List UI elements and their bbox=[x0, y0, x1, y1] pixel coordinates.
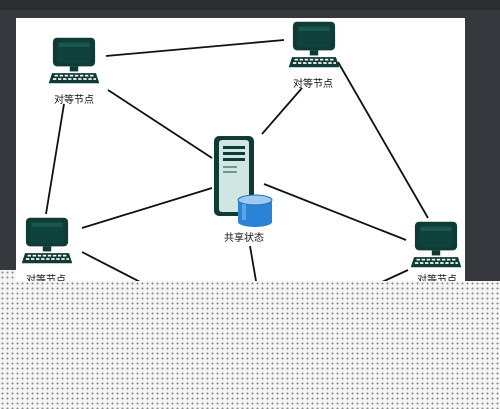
computer-icon bbox=[48, 37, 100, 84]
edge-tl-ml bbox=[45, 103, 65, 215]
peer-node-middle-right: 对等节点 bbox=[410, 221, 462, 286]
computer-icon bbox=[21, 217, 73, 264]
peer-node-top-left: 对等节点 bbox=[48, 37, 100, 106]
database-icon bbox=[237, 194, 273, 227]
window-top-bar bbox=[0, 0, 500, 10]
dotted-overlay bbox=[0, 281, 500, 409]
edge-server-bottom bbox=[249, 245, 257, 282]
computer-icon bbox=[288, 21, 340, 68]
edge-server-mr bbox=[263, 183, 407, 241]
shared-state-node: 共享状态 bbox=[214, 136, 273, 244]
peer-label: 对等节点 bbox=[293, 77, 333, 90]
edge-tr-mr bbox=[337, 61, 429, 219]
edge-server-ml bbox=[81, 187, 213, 229]
edge-mr-bottom bbox=[381, 269, 409, 283]
computer-icon bbox=[410, 221, 462, 268]
peer-node-top-right: 对等节点 bbox=[288, 21, 340, 90]
edge-tl-tr bbox=[105, 39, 285, 57]
connection-lines bbox=[45, 39, 429, 287]
server-label: 共享状态 bbox=[224, 231, 264, 244]
edge-tl-server bbox=[107, 89, 213, 159]
peer-label: 对等节点 bbox=[54, 93, 94, 106]
edge-ml-bottom bbox=[81, 251, 149, 287]
edge-tr-server bbox=[261, 87, 303, 135]
peer-node-middle-left: 对等节点 bbox=[21, 217, 73, 286]
